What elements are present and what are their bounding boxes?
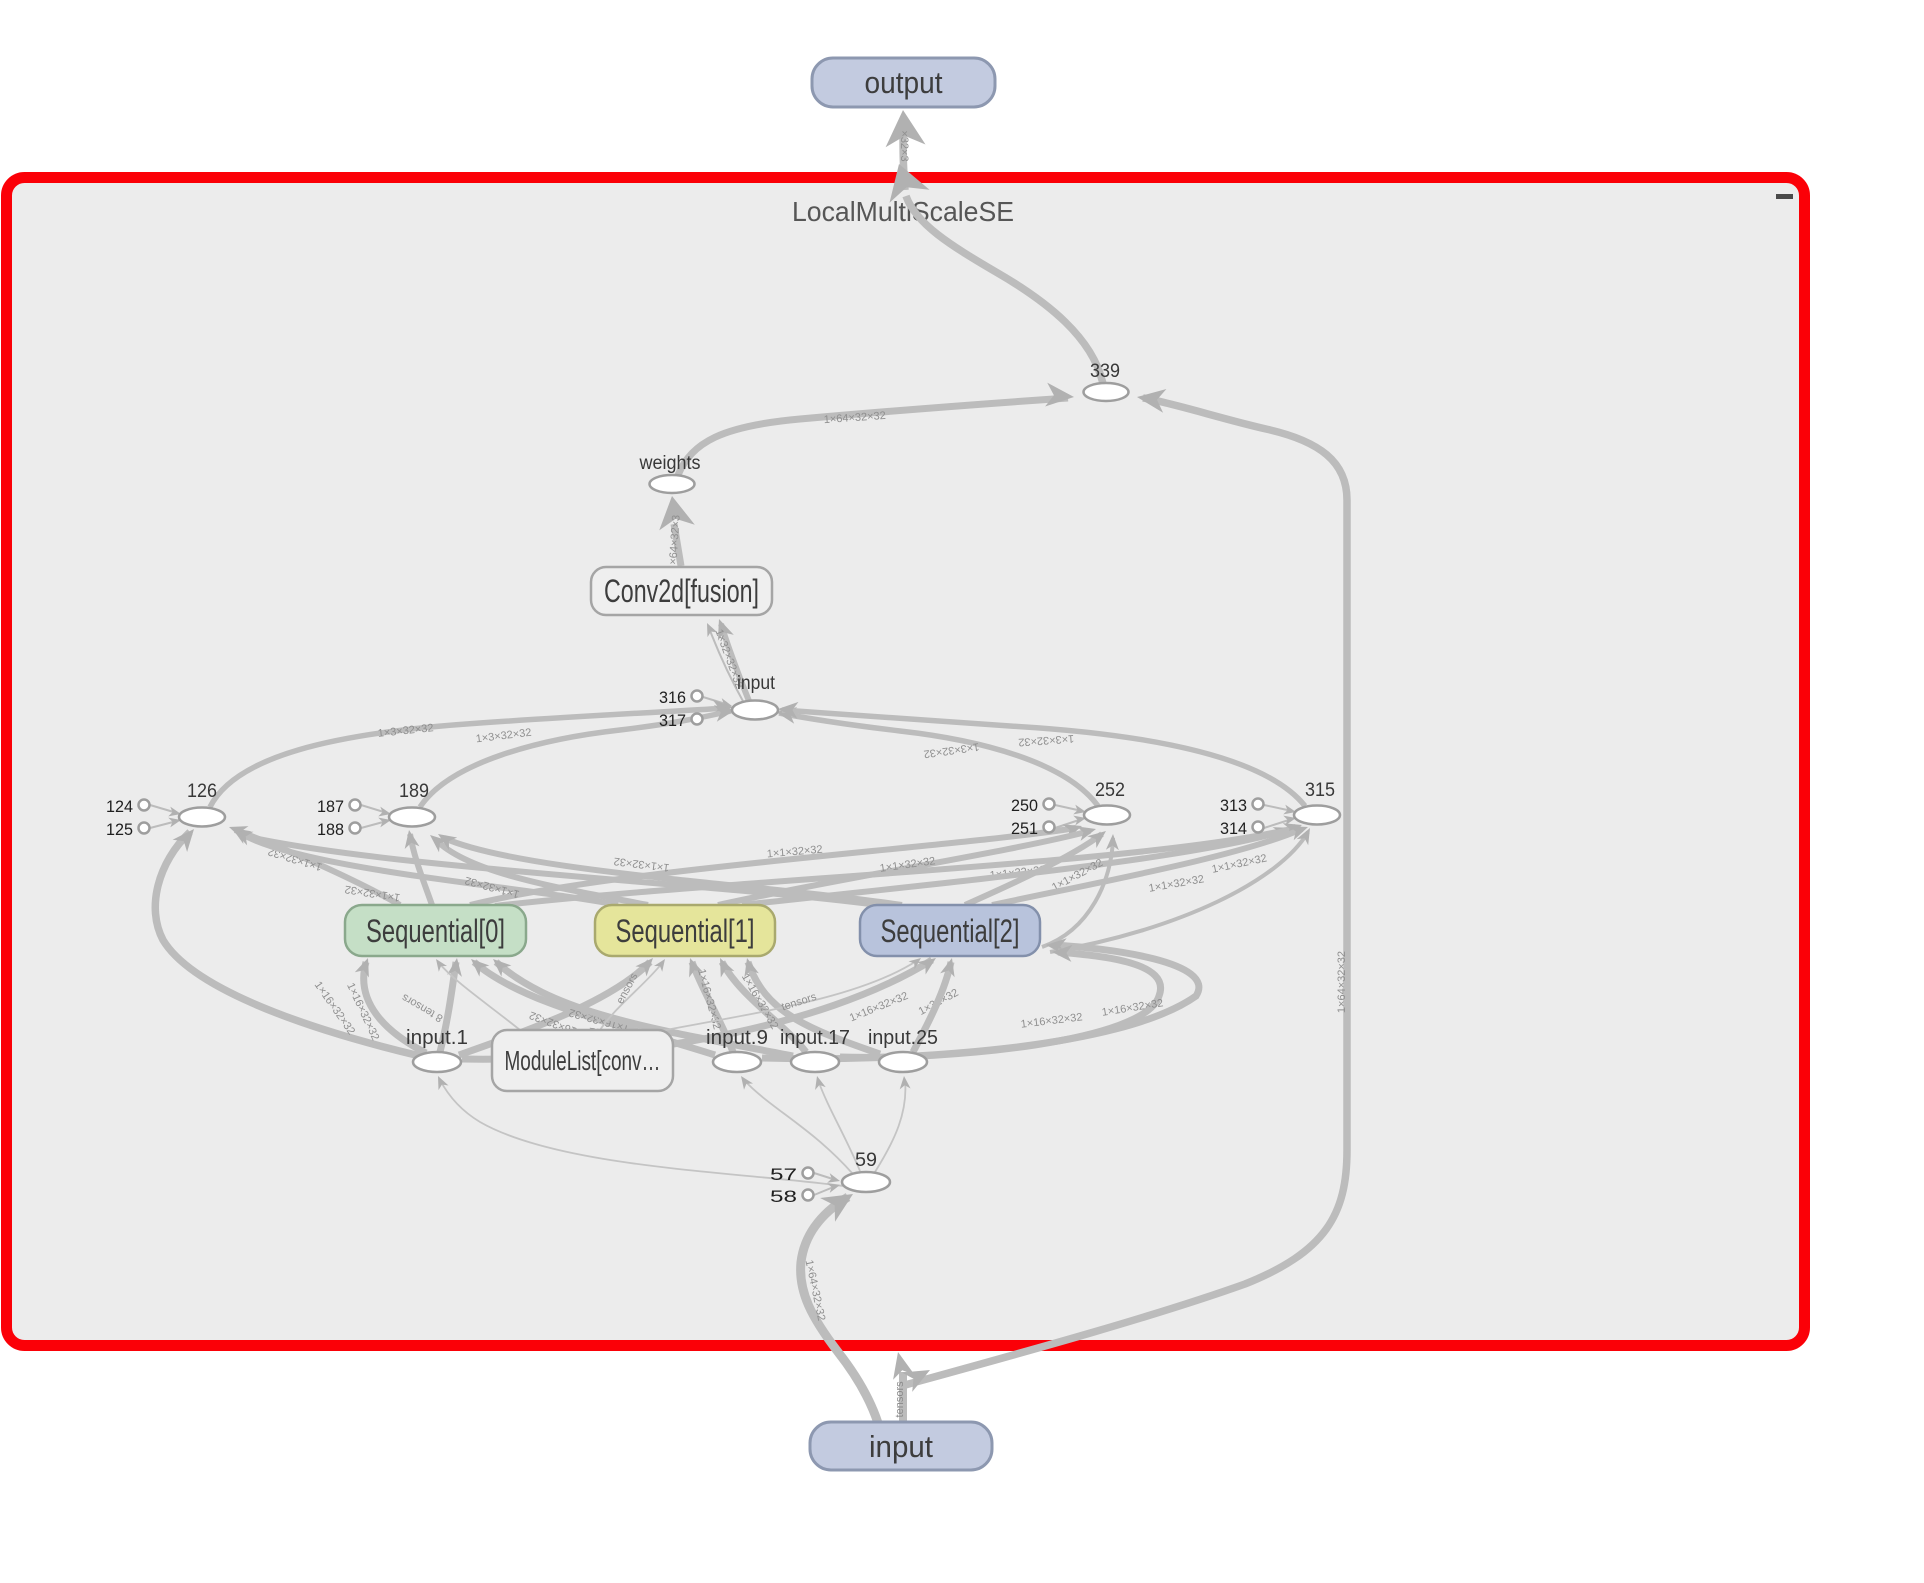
- svg-text:output: output: [865, 65, 943, 100]
- svg-text:1×1×32×32: 1×1×32×32: [766, 844, 823, 861]
- svg-text:Sequential[1]: Sequential[1]: [616, 913, 755, 949]
- svg-text:188: 188: [317, 820, 344, 839]
- svg-text:input.9: input.9: [706, 1027, 768, 1049]
- svg-text:316: 316: [659, 688, 686, 707]
- svg-text:weights: weights: [639, 453, 701, 474]
- svg-text:input: input: [869, 1429, 933, 1464]
- svg-text:187: 187: [317, 797, 344, 816]
- svg-text:×64×32×3: ×64×32×3: [667, 514, 682, 565]
- svg-text:126: 126: [187, 781, 217, 802]
- svg-text:250: 250: [1011, 796, 1038, 815]
- svg-text:input.25: input.25: [868, 1027, 938, 1049]
- svg-text:ModuleList[conv…: ModuleList[conv…: [505, 1045, 661, 1076]
- svg-text:58: 58: [770, 1187, 797, 1206]
- svg-text:251: 251: [1011, 819, 1038, 838]
- svg-text:×32×3: ×32×3: [898, 130, 910, 161]
- svg-text:Sequential[0]: Sequential[0]: [366, 913, 505, 949]
- svg-text:315: 315: [1305, 780, 1335, 801]
- svg-text:124: 124: [106, 797, 133, 816]
- svg-text:252: 252: [1095, 780, 1125, 801]
- svg-text:313: 313: [1220, 796, 1247, 815]
- svg-text:LocalMultiScaleSE: LocalMultiScaleSE: [792, 196, 1014, 227]
- svg-text:input: input: [737, 673, 776, 694]
- svg-text:1×64×32×32: 1×64×32×32: [1336, 951, 1348, 1013]
- svg-text:339: 339: [1090, 361, 1120, 382]
- svg-text:input.1: input.1: [406, 1027, 468, 1049]
- svg-text:57: 57: [770, 1165, 797, 1184]
- svg-text:2 tensors: 2 tensors: [894, 1381, 906, 1427]
- svg-text:1×3×32×32: 1×3×32×32: [1018, 732, 1075, 748]
- svg-text:Sequential[2]: Sequential[2]: [881, 913, 1020, 949]
- svg-text:317: 317: [659, 711, 686, 730]
- svg-text:59: 59: [855, 1150, 877, 1171]
- svg-text:125: 125: [106, 820, 133, 839]
- svg-text:314: 314: [1220, 819, 1247, 838]
- svg-text:1×64×32×32: 1×64×32×32: [823, 410, 886, 426]
- svg-text:1×3×32×32: 1×3×32×32: [377, 722, 434, 740]
- svg-text:input.17: input.17: [780, 1027, 850, 1049]
- svg-text:189: 189: [399, 781, 429, 802]
- svg-text:Conv2d[fusion]: Conv2d[fusion]: [604, 573, 759, 609]
